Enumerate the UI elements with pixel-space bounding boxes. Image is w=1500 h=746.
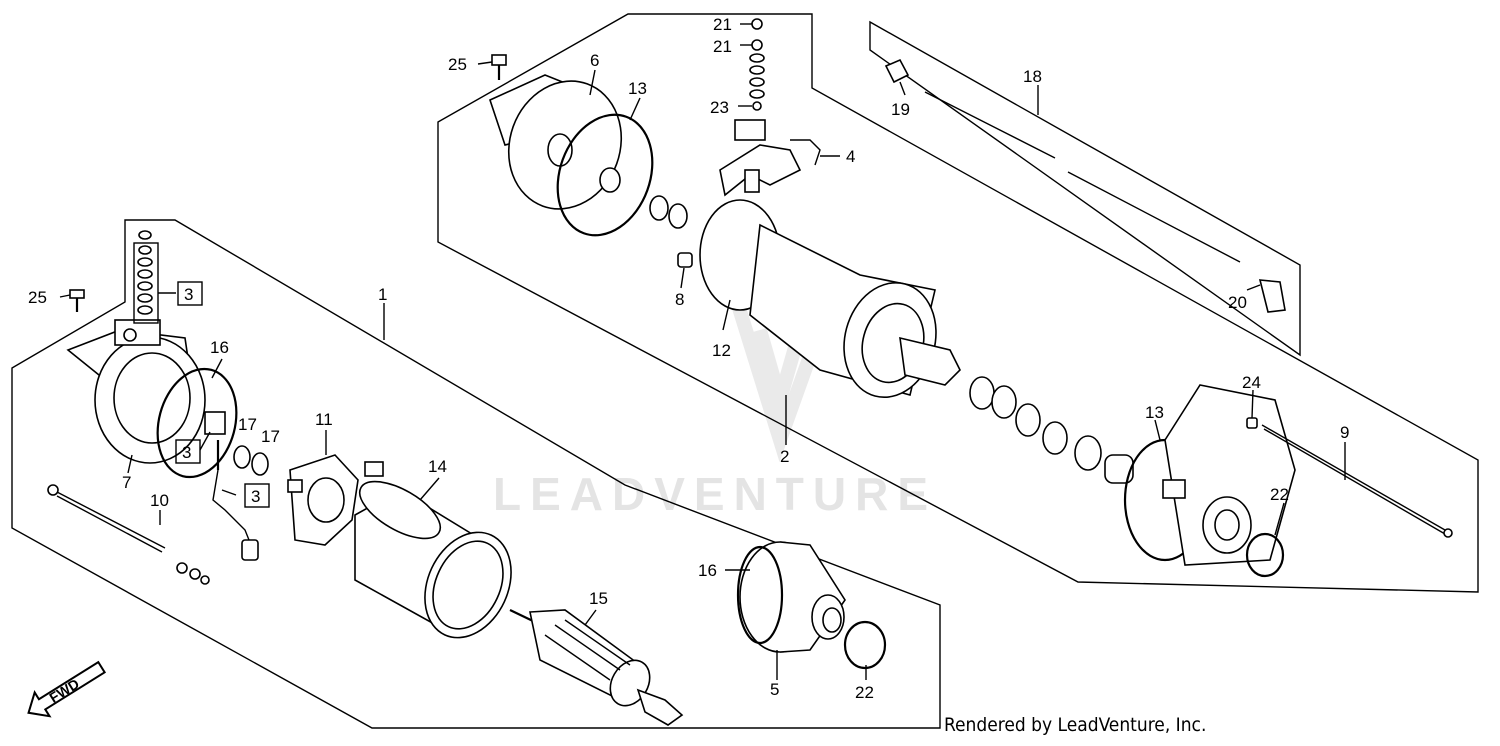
callout-21a: 21 <box>713 15 732 34</box>
bushing <box>1104 454 1134 484</box>
through-bolt-10 <box>47 484 210 585</box>
front-cover-5 <box>739 541 846 653</box>
callout-6: 6 <box>590 51 599 70</box>
washer-stack <box>133 230 159 324</box>
callout-21b: 21 <box>713 37 732 56</box>
washer-seq-3 <box>1015 403 1041 437</box>
washer-17a <box>233 445 251 469</box>
ring-22-lower <box>843 620 887 670</box>
washer-upper-a <box>649 195 669 221</box>
bolt-25-left <box>69 289 85 312</box>
callout-4: 4 <box>846 147 855 166</box>
callout-labels: 1 2 4 5 6 7 8 9 10 11 12 13 13 14 15 16 … <box>28 15 1349 702</box>
boxed-callouts: 3 3 3 <box>175 281 270 508</box>
yoke-14 <box>354 480 512 639</box>
watermark: LEADVENTURE <box>493 292 937 520</box>
fwd-arrow-icon <box>27 660 107 718</box>
yoke-assembly-2 <box>749 223 961 399</box>
leader-lines <box>59 23 1346 680</box>
callout-11: 11 <box>315 410 333 429</box>
rod-18 <box>884 58 1286 313</box>
terminal-bolt <box>204 411 259 561</box>
callout-7: 7 <box>122 473 131 492</box>
washer-seq-2 <box>991 385 1017 419</box>
callout-23: 23 <box>710 98 729 117</box>
callout-17a: 17 <box>238 415 257 434</box>
washer-seq-4 <box>1042 421 1068 455</box>
fwd-direction-indicator: FWD <box>27 660 107 718</box>
boxed-callout-3-top: 3 <box>184 285 193 304</box>
rear-housing-7 <box>66 319 206 464</box>
o-ring-16-right <box>736 545 784 645</box>
callout-13-right: 13 <box>1145 403 1164 422</box>
armature-15 <box>509 609 684 726</box>
washer-stack-21-23 <box>749 18 765 111</box>
callout-12: 12 <box>712 341 731 360</box>
o-ring-13-upper <box>556 113 654 237</box>
callout-10: 10 <box>150 491 169 510</box>
callout-5: 5 <box>770 680 779 699</box>
callout-22-right: 22 <box>1270 485 1289 504</box>
washer-seq-1 <box>969 376 995 410</box>
boxed-callout-3-low: 3 <box>251 487 260 506</box>
callout-18: 18 <box>1023 67 1042 86</box>
callout-9: 9 <box>1340 423 1349 442</box>
callout-16-right: 16 <box>698 561 717 580</box>
o-ring-16-left <box>156 367 238 479</box>
callout-16-left: 16 <box>210 338 229 357</box>
callout-24: 24 <box>1242 373 1261 392</box>
callout-8: 8 <box>675 290 684 309</box>
callout-15: 15 <box>589 589 608 608</box>
assembly-18-boundary <box>869 20 1301 357</box>
callout-14: 14 <box>428 457 447 476</box>
callout-13-upper: 13 <box>628 79 647 98</box>
callout-25-left: 25 <box>28 288 47 307</box>
housing-6 <box>489 74 623 210</box>
callout-20: 20 <box>1228 293 1247 312</box>
brush-holder-11 <box>287 454 384 546</box>
through-bolt-9 <box>1261 424 1453 538</box>
washer-17b <box>251 452 269 476</box>
ring-22-right <box>1245 532 1285 578</box>
callout-2: 2 <box>780 447 789 466</box>
boxed-callout-3-mid: 3 <box>182 443 191 462</box>
watermark-text: LEADVENTURE <box>493 468 937 520</box>
front-housing <box>1162 384 1296 566</box>
washer-seq-5 <box>1074 435 1102 471</box>
brush-set-4 <box>719 119 821 197</box>
bolt-25-upper <box>491 54 507 80</box>
callout-1: 1 <box>378 285 387 304</box>
washer-upper-b <box>668 203 688 229</box>
callout-22-lower: 22 <box>855 683 874 702</box>
nut-8 <box>677 252 693 268</box>
assembly-2-boundary <box>437 13 1479 593</box>
callout-17b: 17 <box>261 427 280 446</box>
callout-25-upper: 25 <box>448 55 467 74</box>
credit-text: Rendered by LeadVenture, Inc. <box>944 714 1207 736</box>
callout-19: 19 <box>891 100 910 119</box>
nut-24 <box>1246 417 1258 429</box>
